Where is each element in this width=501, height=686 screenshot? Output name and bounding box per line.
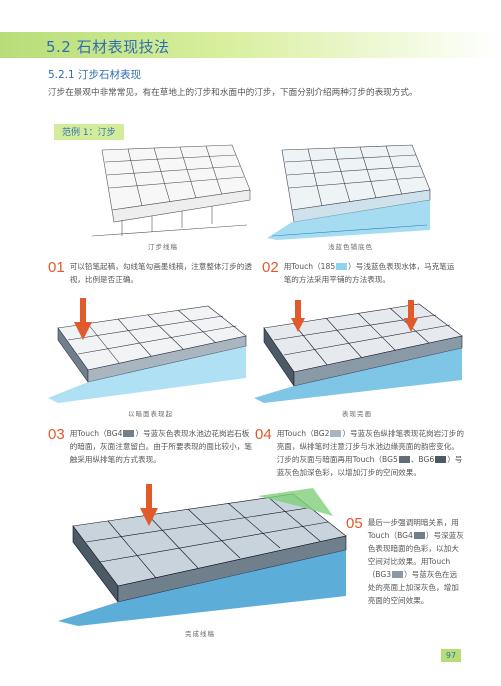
sub-title: 5.2.1 汀步石材表现: [48, 69, 142, 81]
sketch-final: [58, 488, 347, 626]
caption-sketch-2: 浅蓝色铺底色: [328, 243, 373, 251]
step-text: 用Touch（185）号浅蓝色表现水体，马克笔运笔的方法采用平铺的方法表现。: [283, 262, 455, 284]
step-02: 02 用Touch（185）号浅蓝色表现水体，马克笔运笔的方法采用平铺的方法表现…: [262, 260, 462, 286]
arrow-indicator-2: [291, 300, 305, 332]
arrow-indicator-1: [74, 298, 92, 340]
section-title: 5.2 石材表现技法: [46, 38, 170, 56]
color-swatch-bg5: [398, 456, 410, 463]
intro-paragraph: 汀步在景观中非常常见，有在草地上的汀步和水面中的汀步，下面分别介绍两种汀步的表现…: [48, 88, 418, 98]
sketch-dark-faces: [48, 305, 247, 403]
sketch-finished: [254, 303, 463, 403]
page-number: 97: [441, 649, 461, 662]
header-band: [0, 32, 501, 58]
step-number: 03: [48, 426, 65, 443]
caption-sketch-4: 表现完画: [342, 410, 372, 418]
step-text: 用Touch（BG2）号蓝灰色纵排笔表现花岗岩汀步的亮面，纵排笔时注意汀步与水池…: [276, 429, 464, 477]
arrow-indicator-4: [140, 484, 158, 526]
caption-sketch-3: 以暗面表现起: [128, 410, 173, 418]
step-number: 04: [255, 426, 272, 443]
color-swatch-bg2: [330, 430, 342, 437]
sketch-blue-base: [267, 144, 431, 240]
step-text: 用Touch（BG4）号蓝灰色表现水池边花岗岩石板的暗面，灰面注意留白。由于所要…: [69, 429, 252, 464]
step-text: 可以铅笔起稿，勾线笔勾画墨线稿，注意整体汀步的透视，比例是否正确。: [69, 262, 252, 284]
step-number: 02: [262, 259, 279, 276]
color-swatch-bg4: [123, 430, 135, 437]
color-swatch-185: [336, 263, 348, 270]
caption-sketch-1: 汀步线稿: [148, 243, 178, 251]
step-03: 03 用Touch（BG4）号蓝灰色表现水池边花岗岩石板的暗面，灰面注意留白。由…: [48, 427, 253, 466]
example-tag: 范例 1：汀步: [54, 124, 124, 140]
sketch-line-drawing: [91, 144, 251, 237]
color-swatch-bg3: [392, 571, 404, 578]
step-text: 最后一步强调明暗关系，用Touch（BG4）号深蓝灰色表现暗面的色彩，以加大空间…: [367, 518, 464, 605]
step-01: 01 可以铅笔起稿，勾线笔勾画墨线稿，注意整体汀步的透视，比例是否正确。: [48, 260, 258, 286]
step-number: 01: [48, 259, 65, 276]
step-05: 05 最后一步强调明暗关系，用Touch（BG4）号深蓝灰色表现暗面的色彩，以加…: [346, 516, 464, 607]
step-04: 04 用Touch（BG2）号蓝灰色纵排笔表现花岗岩汀步的亮面，纵排笔时注意汀步…: [255, 427, 465, 479]
arrow-indicator-3: [404, 300, 418, 332]
color-swatch-bg6: [435, 456, 447, 463]
color-swatch-bg4: [413, 532, 425, 539]
step-number: 05: [346, 515, 363, 532]
caption-sketch-5: 完成线稿: [185, 630, 215, 638]
